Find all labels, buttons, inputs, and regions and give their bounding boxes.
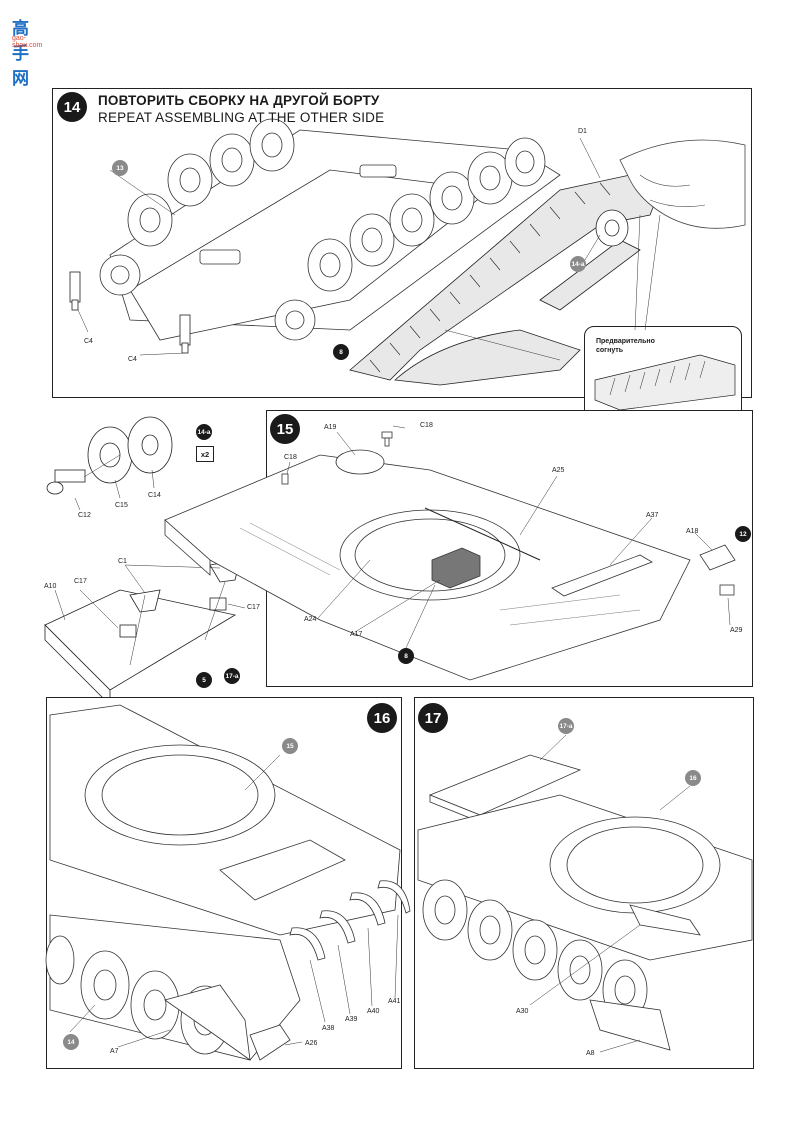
label-c12: C12 [78, 512, 91, 519]
label-a29: A29 [730, 627, 743, 634]
label-d1: D1 [578, 128, 587, 135]
step-17a-flag-5: 5 [196, 672, 212, 688]
logo-url: gao-shou.com [12, 35, 43, 49]
label-a40: A40 [367, 1008, 380, 1015]
step-14-number: 14 [57, 92, 87, 122]
label-c4-mid: C4 [128, 356, 137, 363]
label-a19: A19 [324, 424, 337, 431]
label-a17: A17 [350, 631, 363, 638]
label-a25: A25 [552, 467, 565, 474]
label-a38: A38 [322, 1025, 335, 1032]
step-14-title-ru: ПОВТОРИТЬ СБОРКУ НА ДРУГОЙ БОРТУ [98, 93, 380, 108]
label-c15: C15 [115, 502, 128, 509]
step-14a-ref: 14-a [196, 424, 212, 440]
label-c18-top: C18 [420, 422, 433, 429]
step-17-number: 17 [418, 703, 448, 733]
label-c18-left: C18 [284, 454, 297, 461]
step-14-ref-14a: 14-a [570, 256, 586, 272]
label-a39: A39 [345, 1016, 358, 1023]
label-c14: C14 [148, 492, 161, 499]
step-15-flag-8: 8 [398, 648, 414, 664]
note-line-2: согнуть [596, 347, 624, 354]
label-a10: A10 [44, 583, 57, 590]
step-16-ref-14: 14 [63, 1034, 79, 1050]
label-c1: C1 [118, 558, 127, 565]
step-17-ref-17a: 17-a [558, 718, 574, 734]
label-c17-left: C17 [74, 578, 87, 585]
label-a8: A8 [586, 1050, 595, 1057]
step-16-number: 16 [367, 703, 397, 733]
label-c17-right: C17 [247, 604, 260, 611]
step-14-title-en: REPEAT ASSEMBLING AT THE OTHER SIDE [98, 110, 385, 125]
logo-text: 高手网 [12, 19, 31, 89]
label-a24: A24 [304, 616, 317, 623]
step-17-ref-16: 16 [685, 770, 701, 786]
note-line-1: Предварительно [596, 338, 655, 345]
label-c4-left: C4 [84, 338, 93, 345]
step-14-flag-8: 8 [333, 344, 349, 360]
step-17a-ref: 17-a [224, 668, 240, 684]
label-a18: A18 [686, 528, 699, 535]
step-14-note: Предварительно согнуть [596, 337, 655, 355]
step-14a-multiplier: x2 [196, 446, 214, 462]
step-15-number: 15 [270, 414, 300, 444]
label-a37: A37 [646, 512, 659, 519]
step-15-flag-12: 12 [735, 526, 751, 542]
step-14-ref-13: 13 [112, 160, 128, 176]
label-a26: A26 [305, 1040, 318, 1047]
step-16-ref-15: 15 [282, 738, 298, 754]
label-a7: A7 [110, 1048, 119, 1055]
label-a30: A30 [516, 1008, 529, 1015]
label-a41: A41 [388, 998, 401, 1005]
